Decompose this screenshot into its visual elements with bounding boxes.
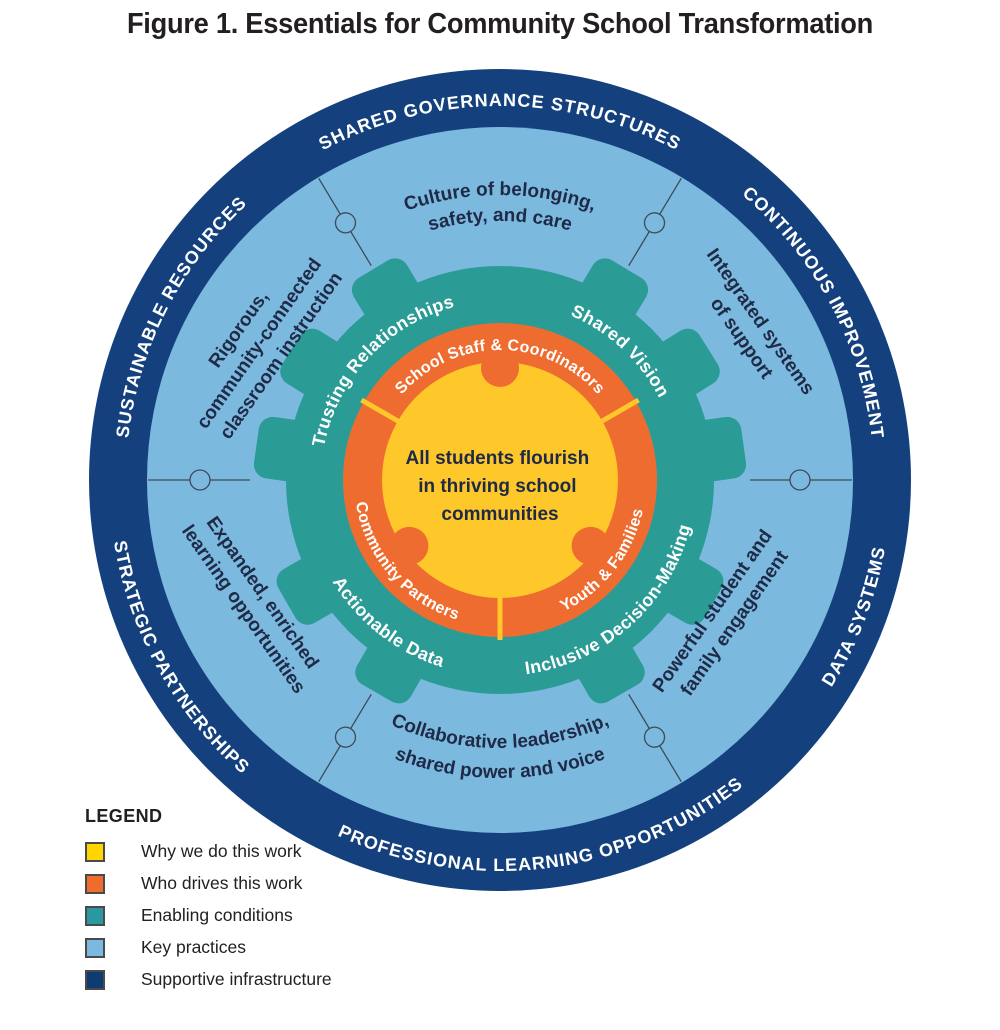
legend-item: Who drives this work [85,873,332,894]
figure-title: Figure 1. Essentials for Community Schoo… [126,8,874,40]
legend-swatch-enabling [85,905,105,926]
legend-swatch-practices [85,937,105,958]
puzzle-knob [334,212,357,234]
legend-swatch-why [85,841,105,862]
legend-label: Who drives this work [141,873,303,893]
legend-heading: LEGEND [85,806,163,826]
center-circle [382,362,618,598]
legend-item: Supportive infrastructure [85,969,332,990]
puzzle-knob [189,469,211,491]
legend-swatch-who [85,873,105,894]
puzzle-knob [334,726,357,748]
legend-item: Key practices [85,937,332,958]
puzzle-dividers [148,177,852,783]
puzzle-knob [643,212,666,234]
legend-label: Key practices [141,937,247,957]
who-ring-knobs [390,349,610,565]
puzzle-knob [643,726,666,748]
legend-label: Supportive infrastructure [141,969,332,989]
legend-label: Enabling conditions [141,905,293,925]
who-ring-gaps [360,397,640,640]
legend-item: Why we do this work [85,841,332,862]
legend-label: Why we do this work [141,841,302,861]
center-statement: All students flourish in thriving school… [406,448,595,525]
legend-swatch-infrastructure [85,969,105,990]
puzzle-knob [789,469,811,491]
legend-item: Enabling conditions [85,905,332,926]
legend: LEGEND Why we do this work Who drives th… [85,806,332,1001]
